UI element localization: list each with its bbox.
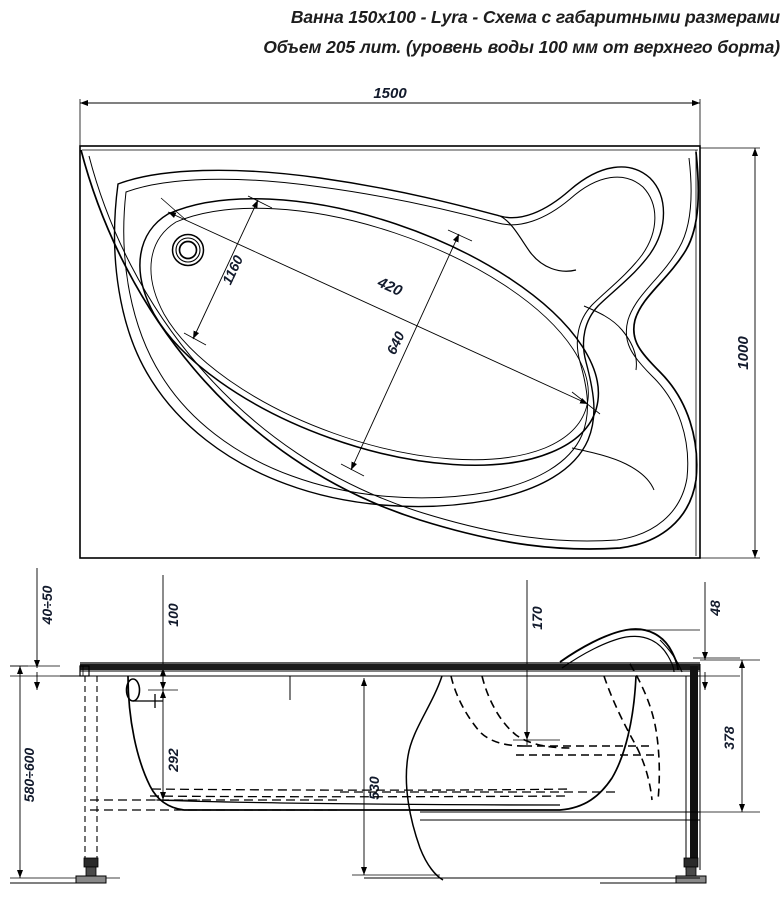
dimension-label-plan-1160: 420: [374, 274, 405, 301]
dimension-label-elev-40-50: 40÷50: [39, 585, 55, 625]
elevation-seat-dashed: [450, 663, 661, 801]
plan-view: 1500 1000: [79, 85, 760, 559]
dimension-plan-depth-1000: 1000: [700, 147, 760, 559]
plan-drain-hole: [171, 233, 205, 267]
dimension-elev-rim-40-50: 40÷50: [10, 568, 60, 690]
dimension-label-elev-170: 170: [529, 606, 545, 630]
elevation-overflow-opening: [125, 678, 163, 708]
dimension-elev-48: 48: [693, 582, 740, 690]
dimension-plan-width-1500: 1500: [79, 85, 701, 150]
elevation-center-contour: [405, 675, 444, 881]
dimension-label-plan-depth: 1000: [735, 336, 752, 370]
drawing-title-line-2: Объем 205 лит. (уровень воды 100 мм от в…: [263, 37, 780, 57]
plan-right-recess-3: [571, 447, 655, 491]
elevation-dashed-lines: [90, 788, 618, 811]
elevation-bowl-bottom-line: [156, 799, 561, 806]
elevation-headrest: [559, 628, 700, 673]
elevation-leg-right: [600, 857, 707, 884]
dimension-label-elev-48: 48: [707, 600, 723, 617]
drawing-title-block: Ванна 150x100 - Lyra - Схема с габаритны…: [0, 0, 782, 70]
elevation-leg-left: [10, 676, 107, 884]
plan-bowl-inner: [139, 197, 600, 466]
dimension-label-elev-292: 292: [165, 748, 181, 773]
dimension-label-elev-378: 378: [721, 726, 737, 750]
drawing-title-line-1: Ванна 150x100 - Lyra - Схема с габаритны…: [290, 7, 780, 27]
elevation-right-post: [685, 664, 701, 870]
plan-outer-rim: [80, 149, 700, 550]
plan-bounding-box: [79, 145, 701, 559]
plan-rim-line-2: [88, 155, 692, 542]
dimension-label-plan-420: 1160: [219, 253, 246, 287]
plan-bowl-ledge: [113, 166, 665, 508]
dimension-elev-378: 378: [700, 659, 760, 813]
dimension-label-plan-width: 1500: [373, 85, 407, 102]
dimension-plan-420: 1160: [183, 195, 273, 346]
dimension-plan-1160: 420: [160, 197, 601, 415]
dimension-elev-height-580-600: 580÷600: [10, 665, 120, 879]
plan-bowl-inner-2: [150, 207, 589, 461]
dimension-elev-530: 530: [352, 678, 440, 876]
dimension-label-elev-530: 530: [366, 776, 382, 800]
dimension-elev-water-100: 100: [148, 575, 181, 700]
dimension-label-elev-580-600: 580÷600: [21, 748, 37, 803]
elevation-bowl-profile: [127, 675, 637, 811]
dimension-plan-640: 640: [340, 229, 473, 477]
plan-right-recess: [499, 215, 577, 272]
dimension-label-elev-100: 100: [165, 603, 181, 627]
dimension-label-plan-640: 640: [383, 329, 407, 357]
elevation-frame-rails: [420, 811, 700, 821]
plan-right-recess-2: [583, 305, 637, 371]
elevation-rim-band: [60, 662, 700, 677]
dimension-elev-292: 292: [148, 690, 200, 801]
elevation-view: 40÷50 100 580÷600 292: [10, 568, 760, 884]
